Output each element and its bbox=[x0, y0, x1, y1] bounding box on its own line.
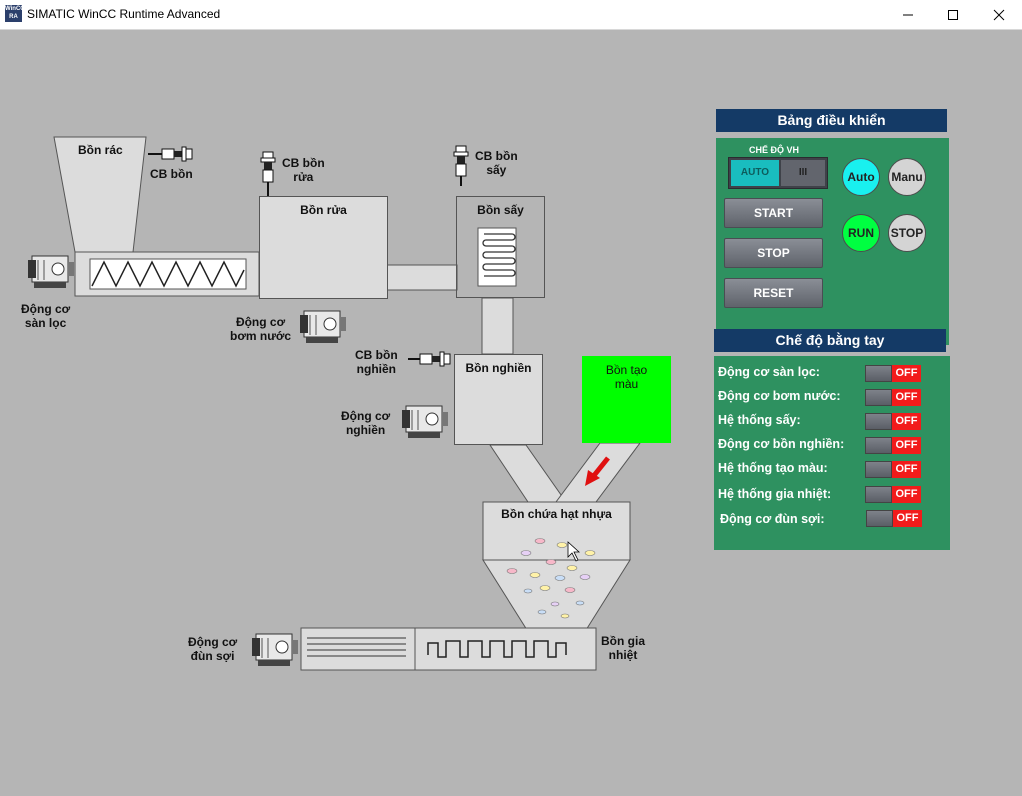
motor-icon-san-loc bbox=[28, 255, 74, 288]
motor-icon-bom-nuoc bbox=[300, 310, 346, 343]
dryer-coil bbox=[482, 233, 516, 277]
toggle-say[interactable]: OFF bbox=[865, 413, 921, 430]
mouse-cursor bbox=[567, 541, 581, 562]
chute-nghien bbox=[489, 444, 567, 503]
maximize-icon bbox=[948, 9, 958, 20]
manu-lamp: Manu bbox=[888, 158, 926, 196]
plastic-pellets bbox=[506, 538, 596, 619]
manual-label-say: Hệ thống sấy: bbox=[718, 413, 801, 427]
stop-lamp: STOP bbox=[888, 214, 926, 252]
start-button[interactable]: START bbox=[724, 198, 823, 228]
manual-label-san-loc: Động cơ sàn lọc: bbox=[718, 365, 820, 379]
run-lamp: RUN bbox=[842, 214, 880, 252]
mode-switch[interactable]: AUTO III bbox=[728, 157, 828, 189]
manual-label-bon-nghien: Động cơ bồn nghiền: bbox=[718, 437, 845, 451]
title-bar: WinCC RA SIMATIC WinCC Runtime Advanced bbox=[0, 0, 1022, 30]
manual-panel-title: Chế độ bằng tay bbox=[714, 329, 946, 352]
sensor-icon-cb-bon bbox=[148, 146, 193, 162]
toggle-bon-nghien[interactable]: OFF bbox=[865, 437, 921, 454]
mode-manual-handle[interactable]: III bbox=[781, 160, 825, 186]
motor-icon-dun-soi bbox=[252, 633, 298, 666]
bon-say-tank: Bồn sấy bbox=[456, 196, 545, 298]
bon-nghien-tank: Bồn nghiền bbox=[454, 354, 543, 445]
mode-label: CHẾ ĐỘ VH bbox=[749, 145, 800, 155]
toggle-dun-soi[interactable]: OFF bbox=[866, 510, 922, 527]
bon-rac-label: Bồn rác bbox=[78, 143, 123, 157]
close-button[interactable] bbox=[976, 0, 1022, 29]
toggle-bom-nuoc[interactable]: OFF bbox=[865, 389, 921, 406]
maximize-button[interactable] bbox=[930, 0, 976, 29]
minimize-button[interactable] bbox=[885, 0, 931, 29]
bon-rua-label: Bồn rửa bbox=[300, 203, 347, 217]
bon-say-label: Bồn sấy bbox=[477, 203, 524, 217]
mode-auto-segment[interactable]: AUTO bbox=[731, 160, 779, 186]
manual-label-bom-nuoc: Động cơ bơm nước: bbox=[718, 389, 841, 403]
sensor-icon-cb-nghien bbox=[408, 351, 451, 367]
close-icon bbox=[993, 9, 1005, 20]
toggle-tao-mau[interactable]: OFF bbox=[865, 461, 921, 478]
bon-nghien-label: Bồn nghiền bbox=[465, 361, 532, 375]
control-panel-title: Bảng điều khiển bbox=[716, 109, 947, 132]
bon-chua-hat-nhua-label: Bồn chứa hạt nhựa bbox=[501, 507, 612, 521]
sensor-icon-cb-say bbox=[453, 145, 469, 186]
window-title: SIMATIC WinCC Runtime Advanced bbox=[27, 7, 221, 21]
heater-coil bbox=[427, 640, 567, 658]
sensor-icon-cb-rua bbox=[260, 151, 276, 196]
process-diagram bbox=[28, 136, 641, 671]
toggle-gia-nhiet[interactable]: OFF bbox=[865, 486, 921, 503]
manual-label-tao-mau: Hệ thống tạo màu: bbox=[718, 461, 828, 475]
auto-lamp: Auto bbox=[842, 158, 880, 196]
pipe-say-nghien bbox=[481, 297, 514, 355]
minimize-icon bbox=[903, 14, 913, 15]
heater-section bbox=[414, 627, 597, 671]
screw-spiral bbox=[91, 260, 245, 288]
bon-rua-tank: Bồn rửa bbox=[259, 196, 388, 299]
screw-window bbox=[89, 258, 247, 290]
pipe-rua-say bbox=[386, 264, 458, 291]
cb-bon-label: CB bồn bbox=[150, 167, 193, 181]
motor-icon-nghien bbox=[402, 405, 448, 438]
control-panel: CHẾ ĐỘ VH AUTO III START STOP RESET Auto… bbox=[716, 138, 949, 345]
extruder-barrel bbox=[300, 627, 416, 671]
app-icon: WinCC RA bbox=[5, 5, 25, 22]
manual-label-dun-soi: Động cơ đùn sợi: bbox=[720, 512, 825, 526]
bon-chua-funnel bbox=[482, 559, 631, 631]
stop-button[interactable]: STOP bbox=[724, 238, 823, 268]
toggle-san-loc[interactable]: OFF bbox=[865, 365, 921, 382]
bon-chua-box bbox=[482, 501, 631, 561]
manual-label-gia-nhiet: Hệ thống gia nhiệt: bbox=[718, 487, 832, 501]
hmi-screen: Bồn rác CB bồn Bồn rửa Bồn sấy Bồn nghiề… bbox=[0, 30, 1022, 796]
reset-button[interactable]: RESET bbox=[724, 278, 823, 308]
